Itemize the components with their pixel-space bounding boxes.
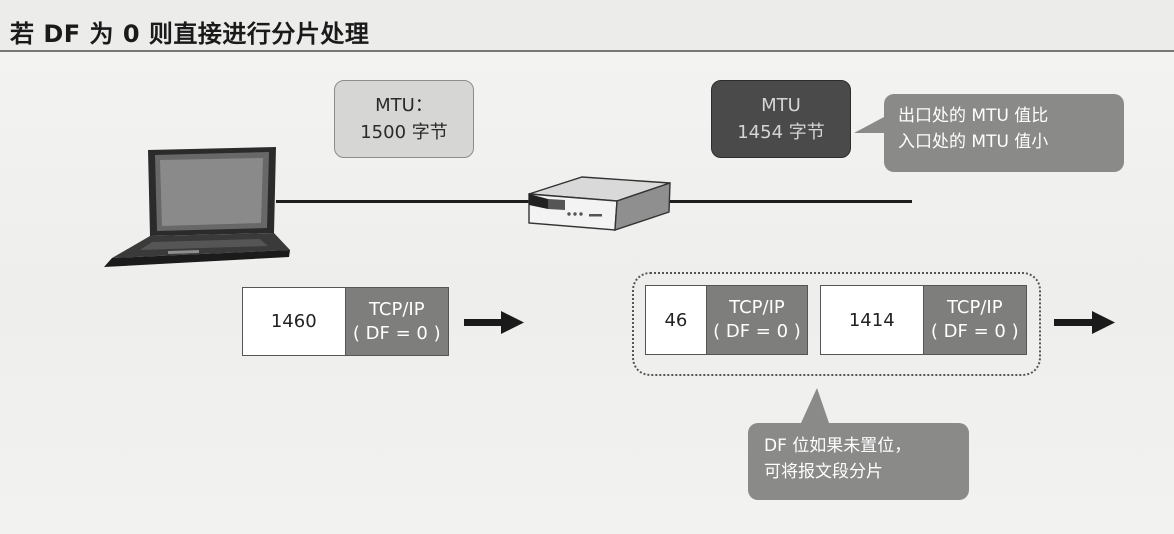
page-title: 若 DF 为 0 则直接进行分片处理	[10, 20, 370, 48]
fragment-header-line1: TCP/IP	[946, 297, 1003, 318]
fragment-header: TCP/IP ( DF = 0 )	[923, 286, 1026, 354]
mtu-note-line1: 出口处的 MTU 值比	[898, 106, 1049, 126]
packet-header: TCP/IP ( DF = 0 )	[345, 288, 448, 355]
mtu-note-callout: 出口处的 MTU 值比 入口处的 MTU 值小	[884, 94, 1124, 172]
callout-pointer-df	[801, 388, 829, 423]
mtu-ingress-line2: 1500 字节	[360, 122, 448, 143]
packet-header-line2: ( DF = 0 )	[352, 322, 441, 344]
packet-original: 1460 TCP/IP ( DF = 0 )	[242, 287, 449, 356]
right-arrow-icon	[464, 311, 524, 334]
mtu-ingress-box: MTU： 1500 字节	[334, 80, 474, 158]
mtu-egress-line1: MTU	[761, 95, 801, 116]
fragment-packet-46: 46 TCP/IP ( DF = 0 )	[645, 285, 808, 355]
mtu-egress-box: MTU 1454 字节	[711, 80, 851, 158]
mtu-note-line2: 入口处的 MTU 值小	[898, 132, 1049, 152]
df-note-line2: 可将报文段分片	[764, 462, 883, 482]
fragment-data: 46	[646, 286, 707, 354]
mtu-ingress-line1: MTU：	[375, 95, 433, 116]
fragment-header-line2: ( DF = 0 )	[713, 321, 801, 342]
router-icon	[528, 176, 671, 231]
df-note-callout: DF 位如果未置位， 可将报文段分片	[748, 423, 969, 500]
fragment-packet-1414: 1414 TCP/IP ( DF = 0 )	[820, 285, 1027, 355]
mtu-egress-line2: 1454 字节	[737, 122, 825, 143]
title-bar: 若 DF 为 0 则直接进行分片处理	[0, 0, 1174, 52]
right-arrow-icon	[1054, 311, 1115, 334]
packet-header-line1: TCP/IP	[368, 298, 425, 320]
network-line	[276, 200, 912, 203]
fragment-header: TCP/IP ( DF = 0 )	[706, 286, 807, 354]
fragment-data: 1414	[821, 286, 924, 354]
callout-pointer-mtu	[854, 117, 884, 133]
fragmented-packets-group	[632, 272, 1041, 376]
fragment-header-line2: ( DF = 0 )	[930, 321, 1019, 342]
laptop-icon	[104, 147, 290, 267]
packet-data: 1460	[243, 288, 346, 355]
df-note-line1: DF 位如果未置位，	[764, 436, 912, 456]
fragment-header-line1: TCP/IP	[729, 297, 785, 318]
